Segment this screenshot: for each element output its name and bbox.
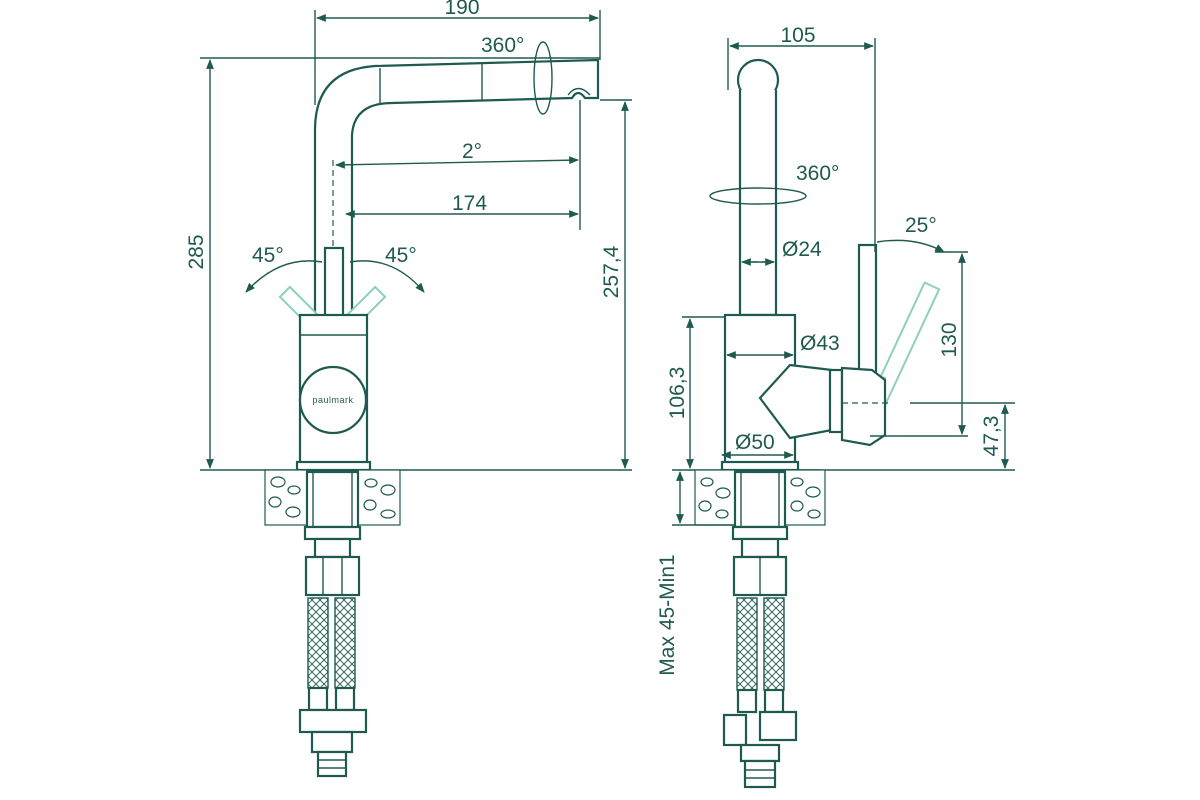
supply-hoses <box>298 597 368 778</box>
side-rotation-label: 360° <box>796 162 839 185</box>
brand-logo: paulmark <box>312 395 353 405</box>
handle-tilt-label: 25° <box>905 214 937 237</box>
side-countertop-section <box>694 469 826 526</box>
brand-disc <box>298 365 368 435</box>
body-diameter-label: Ø43 <box>800 332 840 355</box>
reach-label: 174 <box>452 192 487 215</box>
spout-diameter-label: Ø24 <box>782 238 822 261</box>
spout-height-label: 257,4 <box>600 245 623 298</box>
base-height-label: 106,3 <box>666 367 689 420</box>
mount-thickness-label: Max 45-Min1 <box>656 554 679 675</box>
side-width-label: 105 <box>780 24 815 47</box>
front-view: 190 285 257,4 360° 2° 174 45° <box>185 0 632 778</box>
handle-left-angle-label: 45° <box>252 244 284 267</box>
countertop-section <box>264 469 401 526</box>
total-height-label: 285 <box>185 234 208 269</box>
lever-height-label: 47,3 <box>980 416 1003 457</box>
base-diameter-label: Ø50 <box>735 431 775 454</box>
mounting-nut <box>304 555 361 597</box>
angle-dimension-line <box>335 156 579 169</box>
handle-right-angle-label: 45° <box>385 244 417 267</box>
side-supply-hoses <box>722 597 798 789</box>
spout-rotation-label: 360° <box>481 34 524 57</box>
spout-angle-label: 2° <box>462 140 482 163</box>
side-view: 105 360° Ø24 Ø43 25° <box>656 24 1015 789</box>
width-label: 190 <box>444 0 479 19</box>
handle-height-label: 130 <box>938 322 961 357</box>
